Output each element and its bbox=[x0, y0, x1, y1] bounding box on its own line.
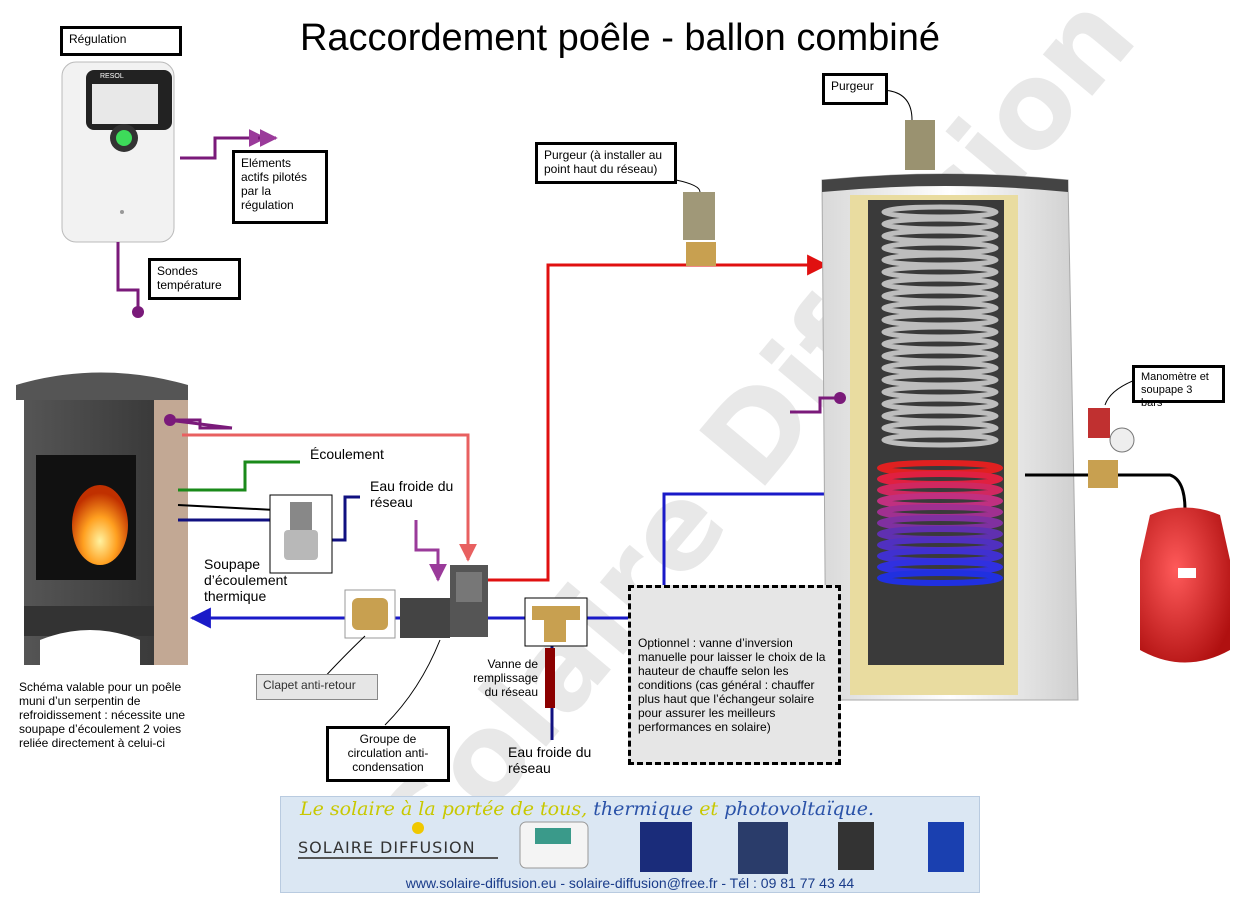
label-groupe: Groupe de circulation anti-condensation bbox=[326, 726, 450, 782]
banner-slogan: Le solaire à la portée de tous, thermiqu… bbox=[300, 798, 970, 820]
manometer-group bbox=[1088, 408, 1135, 488]
slogan-part3: et bbox=[699, 798, 719, 820]
controller-brand: RESOL bbox=[100, 73, 124, 80]
label-elements-actifs: Eléments actifs pilotés par la régulatio… bbox=[232, 150, 328, 224]
label-sondes: Sondes température bbox=[148, 258, 241, 300]
optional-box bbox=[628, 585, 841, 765]
circulation-group bbox=[400, 565, 488, 638]
banner-brand: SOLAIRE DIFFUSION bbox=[298, 838, 476, 857]
label-eau-froide-top: Eau froide du réseau bbox=[370, 478, 454, 510]
network-purger bbox=[683, 192, 716, 266]
label-manometre: Manomètre et soupape 3 bars bbox=[1132, 365, 1225, 409]
label-clapet: Clapet anti-retour bbox=[256, 674, 378, 700]
label-vanne-remplissage: Vanne de remplissage du réseau bbox=[473, 657, 538, 699]
slogan-part4: photovoltaïque. bbox=[724, 798, 875, 820]
upper-coil-turn bbox=[881, 432, 999, 448]
fill-valve bbox=[524, 597, 588, 708]
controller: RESOL bbox=[61, 61, 175, 243]
brand-underline bbox=[298, 857, 498, 859]
label-purgeur: Purgeur bbox=[822, 73, 888, 105]
tank-sensor-dot bbox=[834, 392, 846, 404]
sensor-dot bbox=[132, 306, 144, 318]
slogan-part1: Le solaire à la portée de tous, bbox=[300, 798, 588, 820]
page-title: Raccordement poêle - ballon combiné bbox=[299, 17, 941, 59]
tank-purger bbox=[905, 120, 935, 170]
label-regulation: Régulation bbox=[60, 26, 182, 56]
banner-contact: www.solaire-diffusion.eu - solaire-diffu… bbox=[405, 875, 855, 891]
signal-lines bbox=[116, 129, 278, 312]
stove-sensor-dot bbox=[164, 414, 176, 426]
label-eau-froide-bottom: Eau froide du réseau bbox=[508, 744, 592, 776]
label-purgeur-reseau: Purgeur (à installer au point haut du ré… bbox=[535, 142, 677, 184]
label-ecoulement: Écoulement bbox=[310, 446, 384, 462]
thermal-valve bbox=[269, 494, 333, 574]
solar-coil-turn bbox=[877, 570, 1003, 586]
label-optionnel: Optionnel : vanne d’inversion manuelle p… bbox=[638, 636, 826, 734]
slogan-part2: thermique bbox=[593, 798, 694, 820]
stove bbox=[16, 372, 188, 665]
tank-coils bbox=[877, 204, 1003, 586]
drain-pipe bbox=[178, 460, 300, 492]
diagram-canvas: RESOL bbox=[16, 61, 1230, 740]
label-soupape: Soupape d’écoulement thermique bbox=[204, 556, 288, 604]
check-valve bbox=[344, 589, 396, 639]
label-schema-note: Schéma valable pour un poêle muni d’un s… bbox=[19, 680, 186, 750]
expansion-vessel bbox=[1140, 507, 1230, 663]
